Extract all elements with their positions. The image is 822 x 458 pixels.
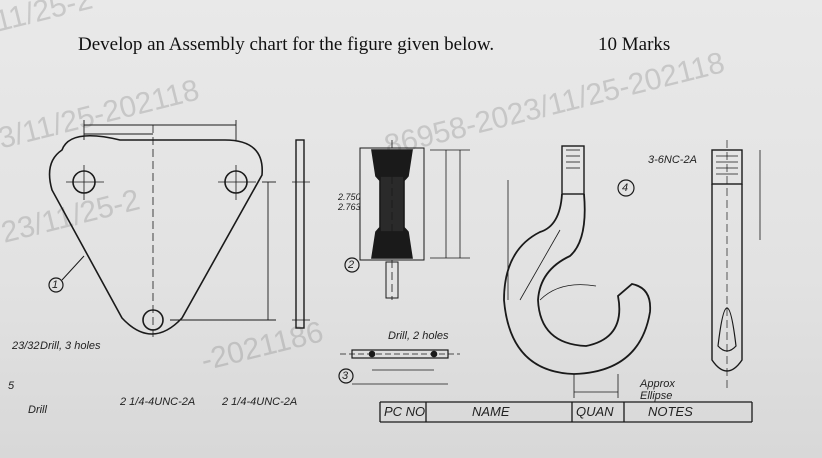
note-thread-right: 2 1/4-4UNC-2A (222, 396, 298, 408)
marks-label: 10 Marks (598, 34, 671, 55)
question-text: Develop an Assembly chart for the figure… (78, 34, 495, 55)
note-drill-3-holes: Drill, 3 holes (40, 340, 101, 352)
column-name: NAME (472, 404, 510, 419)
part-number: 1 (52, 279, 59, 291)
part-number: 5 (8, 380, 15, 392)
plate-side-view (295, 139, 305, 329)
part-number: 4 (622, 182, 629, 194)
part-balloon (48, 277, 64, 293)
column-pc-no: PC NO (384, 404, 426, 419)
triangle-plate (48, 134, 263, 335)
note-approx-ellipse: Approx Ellipse (640, 378, 675, 402)
hook-shank (561, 145, 585, 195)
column-quan: QUAN (576, 404, 614, 419)
part-balloon (338, 368, 354, 384)
part-balloon (344, 257, 360, 273)
note-drill-2-holes: Drill, 2 holes (388, 330, 449, 342)
note-drill-fraction: 23/32 (12, 340, 40, 352)
hook-body (503, 193, 652, 375)
note-drill-bottom: Drill (28, 404, 47, 416)
eyebolt-slot (717, 307, 737, 352)
part-number: 2 (348, 259, 355, 271)
note-pulley-dims: 2.750 2.763 (338, 192, 361, 212)
note-thread-left: 2 1/4-4UNC-2A (120, 396, 196, 408)
column-notes: NOTES (648, 404, 693, 419)
part-number: 3 (342, 370, 349, 382)
part-balloon (617, 179, 635, 197)
note-unc-top: 3-6NC-2A (648, 154, 697, 166)
